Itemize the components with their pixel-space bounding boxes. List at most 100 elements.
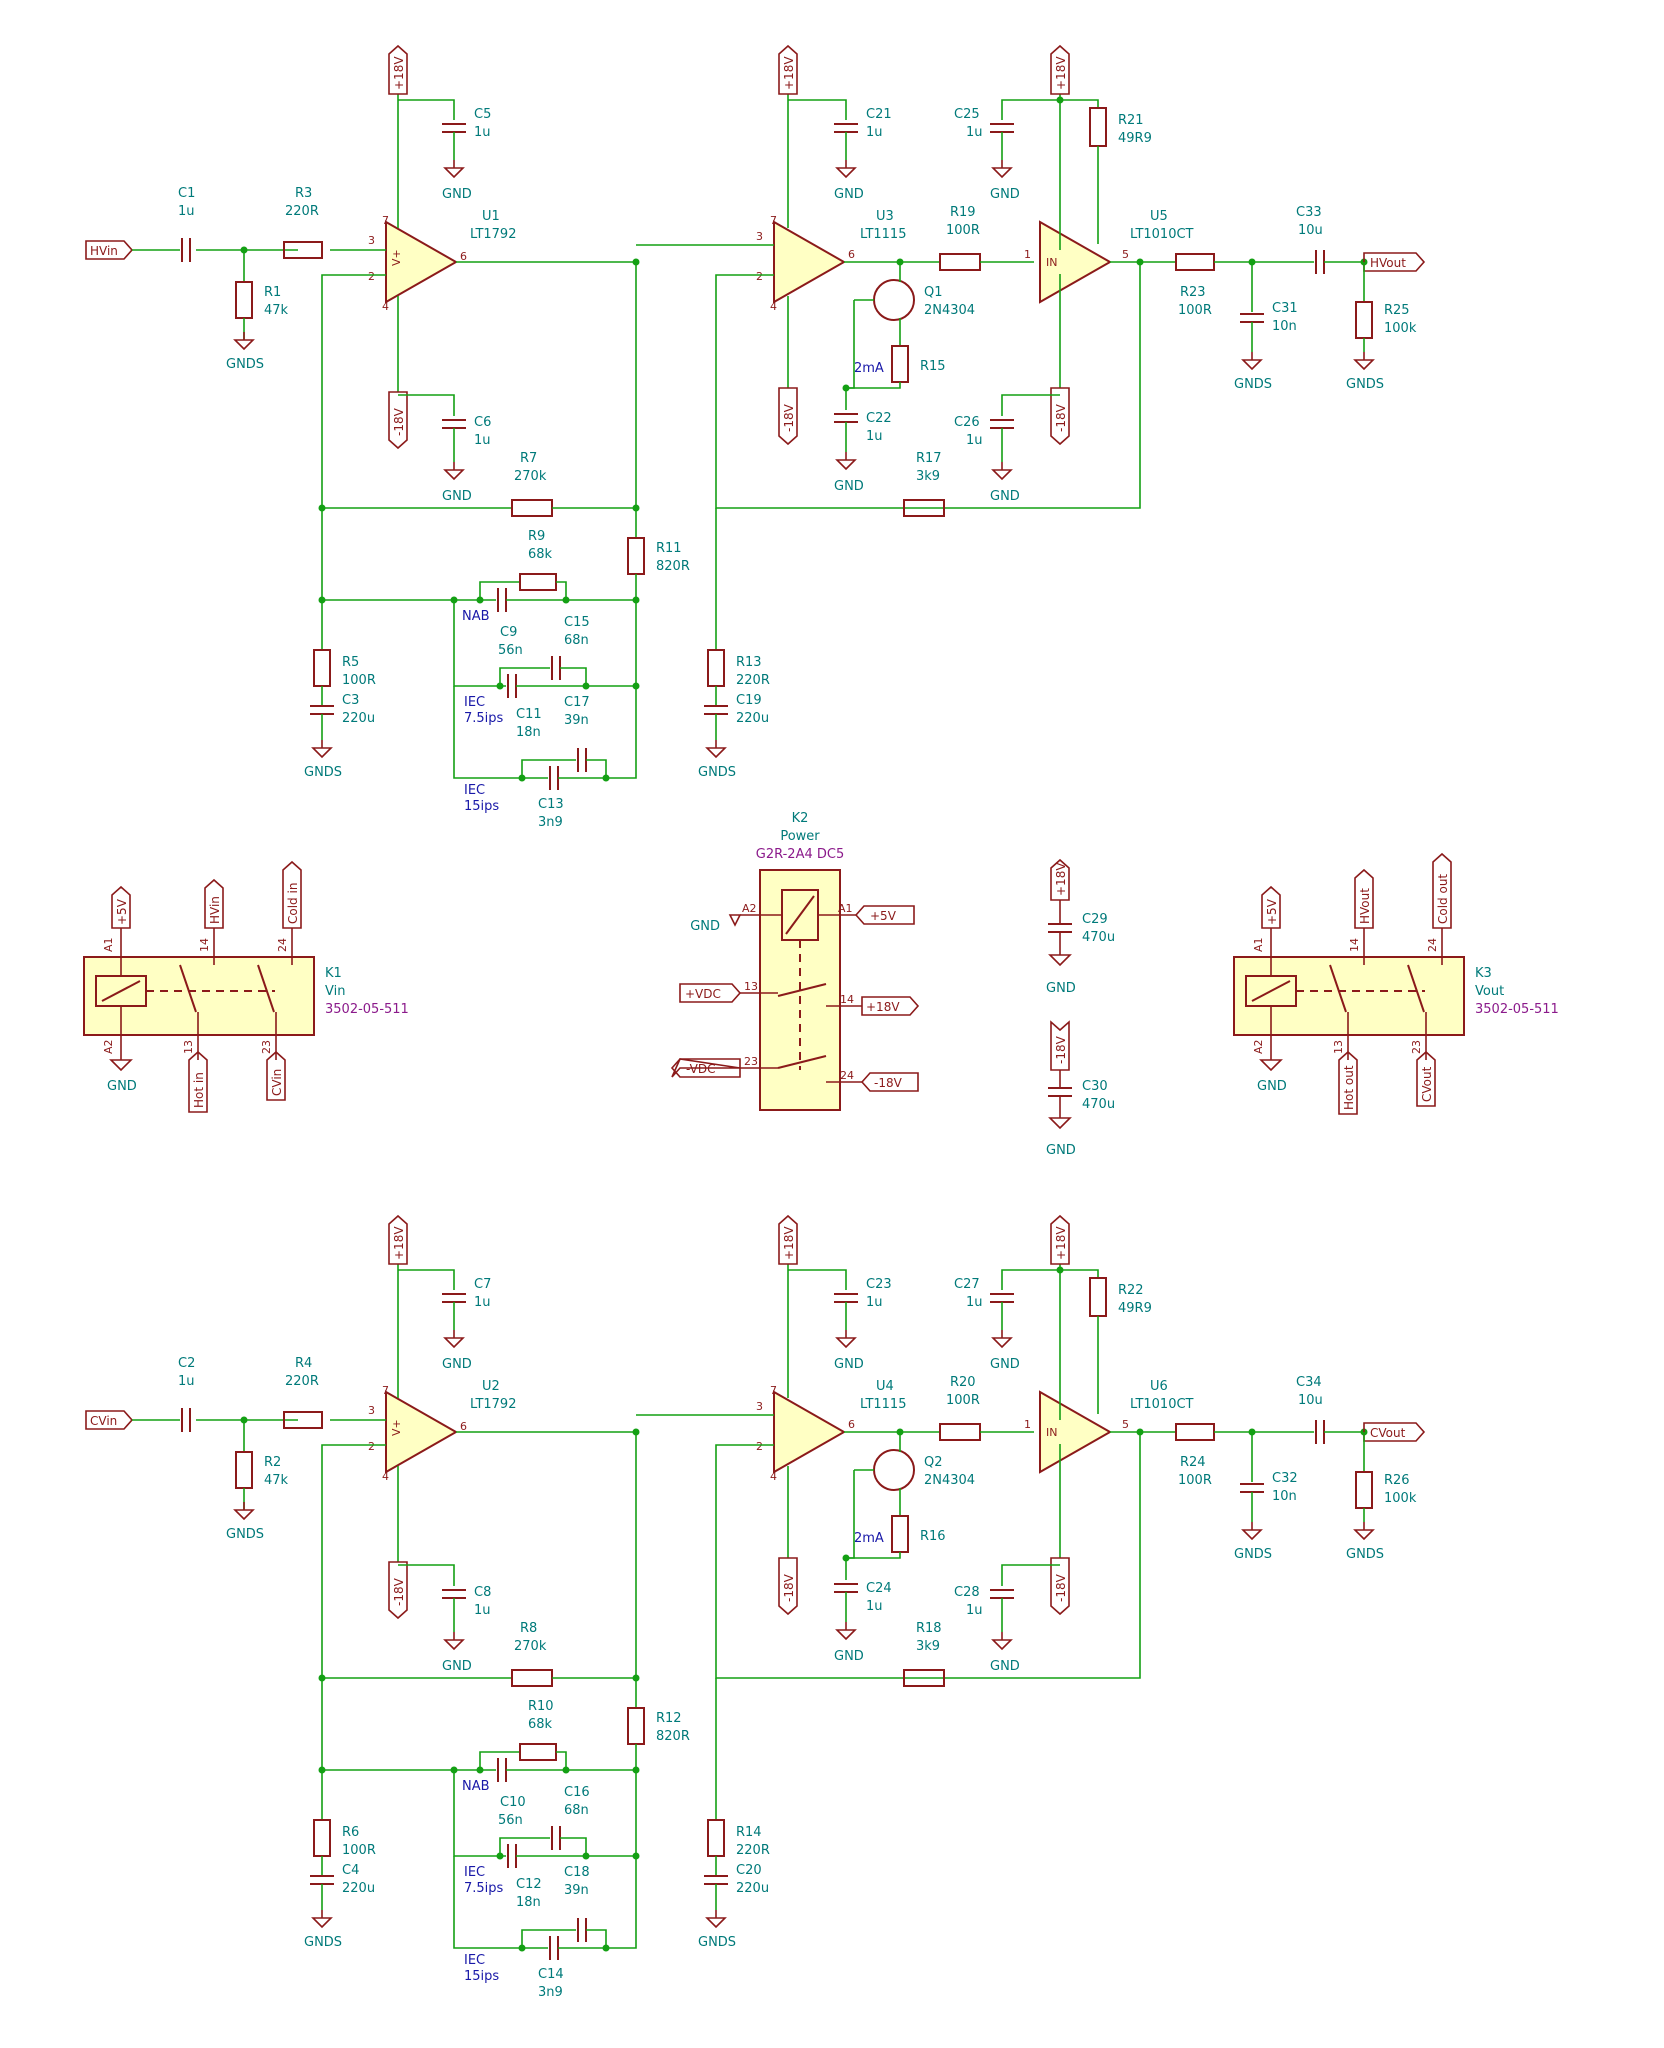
cap-c33-ref: C34 xyxy=(1296,1375,1322,1390)
resistor-r21-ref: R21 xyxy=(1118,113,1144,128)
cap-c15-ref: C16 xyxy=(564,1785,590,1800)
junction-dot xyxy=(562,596,570,604)
relay-k1-gnd-symbol xyxy=(109,1059,133,1072)
wire xyxy=(521,1929,576,1948)
resistor-r11 xyxy=(627,1707,645,1745)
relay-k3-hot-label xyxy=(1354,868,1374,929)
gnd-c6 xyxy=(443,469,465,481)
u5-in: IN xyxy=(1046,1426,1057,1439)
junction-dot xyxy=(562,1766,570,1774)
wire xyxy=(398,394,455,416)
u3-pin3: 3 xyxy=(756,1400,763,1413)
relay-k2-mvdc-arrow xyxy=(671,1058,741,1078)
gnds-r1-text: GNDS xyxy=(226,357,264,372)
label-iec15: IEC xyxy=(464,783,485,798)
rail-u3-m18-text: -18V xyxy=(782,1573,796,1602)
cap-c13-ref: C13 xyxy=(538,797,564,812)
cap-c21-value: 1u xyxy=(866,125,883,140)
cap-c11-ref: C11 xyxy=(516,707,542,722)
cap-c26-ref: C26 xyxy=(954,415,980,430)
relay-k1-hot-label xyxy=(204,878,224,929)
wire xyxy=(479,1751,520,1770)
jfet-q1-value: 2N4304 xyxy=(924,1473,975,1488)
label-iec15b: 15ips xyxy=(464,1969,499,1984)
relay-k2-pin-24: 24 xyxy=(840,1069,854,1082)
relay-k2-pin-a1: A1 xyxy=(838,902,853,915)
wire xyxy=(556,581,567,600)
resistor-r9 xyxy=(519,1743,557,1761)
junction-dot xyxy=(842,384,850,392)
cap-c22-ref: C24 xyxy=(866,1581,892,1596)
rail-u5-m18-text: -18V xyxy=(1054,1573,1068,1602)
relay-k1-contact1 xyxy=(179,964,197,1013)
gnd-c5-text: GND xyxy=(442,187,472,202)
cap-c13-value: 3n9 xyxy=(538,815,563,830)
wire xyxy=(499,667,550,686)
wire xyxy=(321,1444,386,1770)
rail-u1-p18 xyxy=(388,44,408,95)
u5-pin5: 5 xyxy=(1122,248,1129,261)
gnd-c22 xyxy=(835,1629,857,1641)
relay-k2-p18-text: +18V xyxy=(866,1000,900,1014)
rail-u5-m18-text: -18V xyxy=(1054,403,1068,432)
relay-k1-cold-text: Cold in xyxy=(286,883,300,924)
cap-c19-ref: C20 xyxy=(736,1863,762,1878)
opamp-u3-value: LT1115 xyxy=(860,1397,906,1412)
opamp-u1 xyxy=(385,220,459,304)
relay-k1-hot-text: HVin xyxy=(208,896,222,924)
relay-k2-pvdc-text: +VDC xyxy=(685,987,721,1001)
rail-u1-m18-text: -18V xyxy=(392,1577,406,1606)
resistor-r9-value: 68k xyxy=(528,1717,553,1732)
resistor-r13 xyxy=(707,1819,725,1857)
relay-k3-gnd-symbol xyxy=(1259,1059,1283,1072)
resistor-r13-ref: R14 xyxy=(736,1825,762,1840)
u3-pin7: 7 xyxy=(770,214,777,227)
resistor-r11-ref: R12 xyxy=(656,1711,682,1726)
resistor-r13-value: 220R xyxy=(736,1843,770,1858)
relay-k1-value: Vin xyxy=(325,984,345,999)
cap-c6-value: 1u xyxy=(474,433,491,448)
u3-pin2: 2 xyxy=(756,1440,763,1453)
u5-pin1: 1 xyxy=(1024,248,1031,261)
junction-dot xyxy=(518,774,526,782)
cap-c25-ref: C27 xyxy=(954,1277,980,1292)
opamp-u3-ref: U3 xyxy=(876,209,894,224)
cap-c30-gnd: GND xyxy=(1046,1143,1076,1158)
gnd-c25 xyxy=(991,167,1013,179)
relay-k1-pin-24: 24 xyxy=(276,938,289,952)
wire xyxy=(788,1269,847,1290)
relay-k1-ref: K1 xyxy=(325,966,342,981)
relay-k3-pin-14: 14 xyxy=(1348,938,1361,952)
gnds-c3-text: GNDS xyxy=(304,765,342,780)
relay-k2: K2 Power G2R-2A4 DC5 A2 A1 13 14 23 24 G… xyxy=(670,811,920,1111)
wire xyxy=(1001,394,1060,416)
wire xyxy=(846,1470,855,1559)
gnds-c3 xyxy=(311,1917,333,1929)
resistor-r23-value: 100R xyxy=(1178,303,1212,318)
resistor-r25-ref: R26 xyxy=(1384,1473,1410,1488)
wire xyxy=(398,1564,455,1586)
rail-u3-p18-text: +18V xyxy=(782,1226,796,1260)
rail-u5-p18 xyxy=(1050,44,1070,95)
cap-c5-ref: C7 xyxy=(474,1277,491,1292)
cap-c15-value: 68n xyxy=(564,1803,589,1818)
opamp-u3-value: LT1115 xyxy=(860,227,906,242)
wire xyxy=(453,1856,548,1949)
opamp-u1 xyxy=(385,1390,459,1474)
cap-c17-ref: C18 xyxy=(564,1865,590,1880)
output-label-text: HVout xyxy=(1370,256,1406,270)
u3-pin6: 6 xyxy=(848,1418,855,1431)
resistor-r23-ref: R23 xyxy=(1180,285,1206,300)
rail-u1-p18-text: +18V xyxy=(392,1226,406,1260)
rail-u5-p18-text: +18V xyxy=(1054,1226,1068,1260)
cap-c17-value: 39n xyxy=(564,713,589,728)
resistor-r21-value: 49R9 xyxy=(1118,1301,1152,1316)
relay-k1-pin-a1: A1 xyxy=(102,937,115,952)
cap-c19-value: 220u xyxy=(736,711,769,726)
cap-c3-ref: C4 xyxy=(342,1863,359,1878)
resistor-r15-ref: R16 xyxy=(920,1529,946,1544)
gnd-c6-text: GND xyxy=(442,1659,472,1674)
relay-k3-hotin-text: Hot out xyxy=(1342,1065,1356,1110)
buffer-u5-value: LT1010CT xyxy=(1130,227,1194,242)
rail-u1-m18 xyxy=(388,1561,408,1620)
